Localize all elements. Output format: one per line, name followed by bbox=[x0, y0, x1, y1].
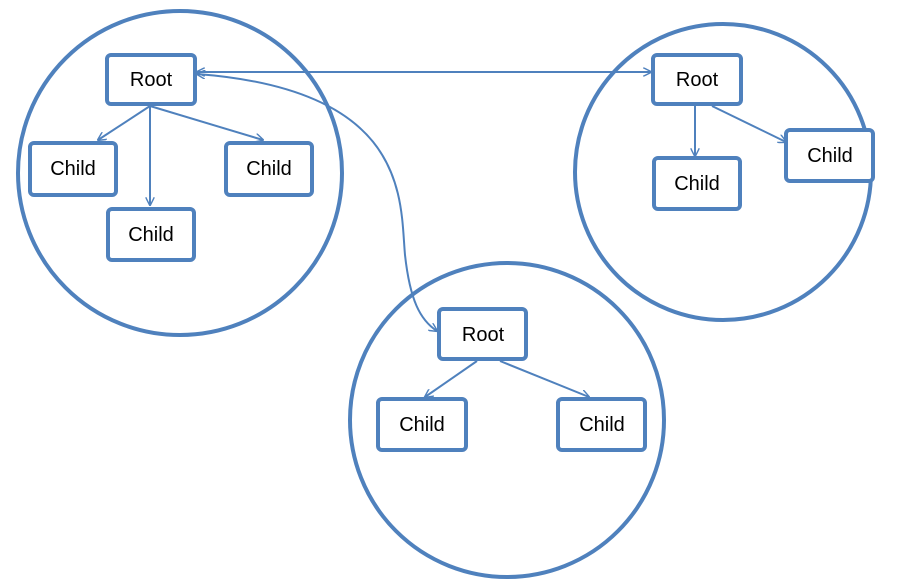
t1-child-left-label: Child bbox=[50, 158, 96, 180]
edge-t1-root-to-t3-root bbox=[197, 74, 437, 331]
edge-t3-root-to-child-right bbox=[499, 360, 589, 397]
t1-root-label: Root bbox=[130, 69, 173, 91]
t1-child-middle-node: Child bbox=[106, 207, 196, 262]
t1-child-left-node: Child bbox=[28, 141, 118, 197]
t1-child-right-label: Child bbox=[246, 158, 292, 180]
t1-child-middle-label: Child bbox=[128, 224, 174, 246]
edge-t1-root-to-child-left bbox=[98, 105, 151, 140]
edge-t1-root-to-child-right bbox=[149, 105, 263, 140]
t3-child-right-node: Child bbox=[556, 397, 647, 452]
t2-child-lower-node: Child bbox=[652, 156, 742, 211]
t2-child-right-node: Child bbox=[784, 128, 875, 183]
t3-root-label: Root bbox=[462, 324, 505, 346]
edge-t2-root-to-child-right bbox=[711, 105, 786, 142]
t2-child-lower-label: Child bbox=[674, 173, 720, 195]
t1-root-node: Root bbox=[105, 53, 197, 106]
t2-root-node: Root bbox=[651, 53, 743, 106]
t1-child-right-node: Child bbox=[224, 141, 314, 197]
t3-root-node: Root bbox=[437, 307, 528, 361]
edge-t3-root-to-child-left bbox=[425, 360, 478, 397]
t3-child-left-node: Child bbox=[376, 397, 468, 452]
t3-child-left-label: Child bbox=[399, 414, 445, 436]
tree-3-circle bbox=[348, 261, 666, 579]
t2-child-right-label: Child bbox=[807, 145, 853, 167]
t2-root-label: Root bbox=[676, 69, 719, 91]
t3-child-right-label: Child bbox=[579, 414, 625, 436]
